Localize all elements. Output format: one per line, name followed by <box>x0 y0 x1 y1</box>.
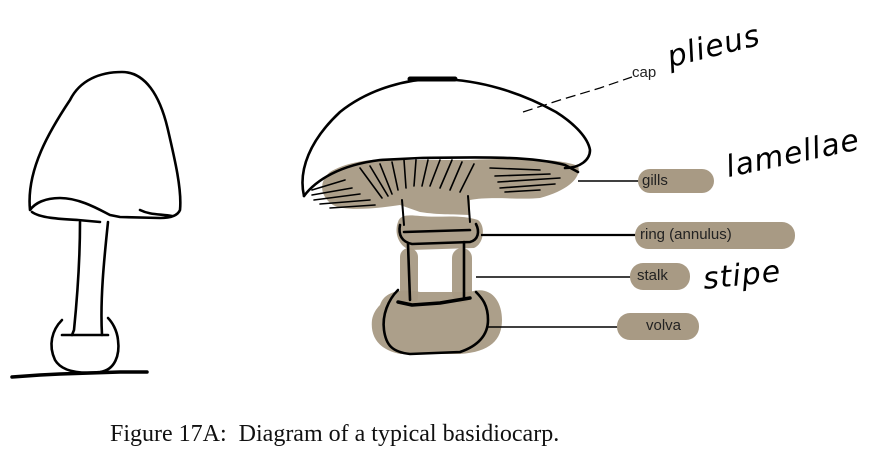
gills-highlight <box>638 169 714 193</box>
left-volva <box>50 316 120 374</box>
label-stalk: stalk <box>637 267 668 284</box>
figure-caption: Figure 17A: Diagram of a typical basidio… <box>110 421 560 447</box>
ground-line <box>10 370 149 379</box>
right-mushroom <box>301 76 592 356</box>
label-highlights <box>617 169 795 340</box>
label-volva: volva <box>646 317 682 334</box>
ring-highlight <box>635 222 795 249</box>
right-stalk <box>406 242 412 302</box>
left-stalk <box>70 220 82 337</box>
label-cap: cap <box>632 64 657 81</box>
right-cap <box>301 77 592 198</box>
stalk-highlight <box>630 263 690 290</box>
left-mushroom <box>10 70 182 379</box>
cap-leader <box>522 76 633 113</box>
label-ring: ring (annulus) <box>640 226 732 243</box>
right-volva <box>382 288 490 356</box>
highlight-regions <box>322 158 579 354</box>
label-gills: gills <box>642 172 668 189</box>
volva-highlight <box>617 313 699 340</box>
left-cap <box>28 70 182 220</box>
